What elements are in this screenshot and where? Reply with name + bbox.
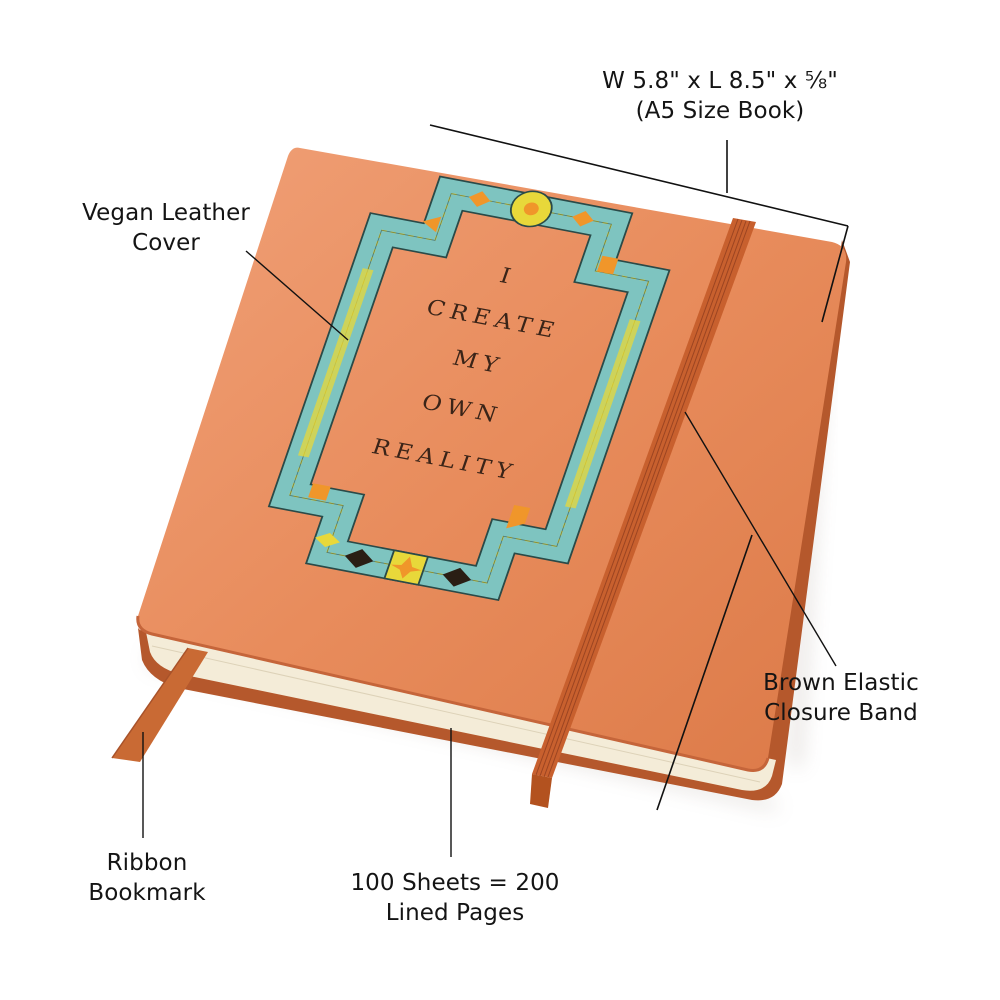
back-cover <box>138 240 850 801</box>
star-block-icon <box>383 549 430 586</box>
diamond-motif-icon <box>315 532 340 548</box>
cover-frame: I CREATE MY OWN REALITY <box>267 175 671 602</box>
front-cover <box>136 147 847 772</box>
dimension-lines <box>429 124 849 811</box>
band-callout: Brown Elastic Closure Band <box>736 668 946 728</box>
dimensions-line1: W 5.8" x L 8.5" x ⅝" <box>602 68 838 94</box>
step-motif-icon <box>596 255 619 275</box>
cover-line1: Vegan Leather <box>82 200 250 226</box>
cover-callout: Vegan Leather Cover <box>56 198 276 258</box>
ribbon-line1: Ribbon <box>106 850 188 876</box>
dimensions-callout: W 5.8" x L 8.5" x ⅝" (A5 Size Book) <box>590 66 850 126</box>
pages-callout: 100 Sheets = 200 Lined Pages <box>330 868 580 928</box>
leader-lines <box>142 250 837 857</box>
dark-diamond-icon <box>442 567 472 587</box>
pages-line1: 100 Sheets = 200 <box>350 870 560 896</box>
pages-line2: Lined Pages <box>385 900 525 926</box>
dimensions-line2: (A5 Size Book) <box>635 98 805 124</box>
dark-diamond-icon <box>344 549 374 568</box>
band-line1: Brown Elastic <box>763 670 919 696</box>
step-motif-icon <box>422 216 442 233</box>
cover-line2: Cover <box>132 230 200 256</box>
elastic-band <box>530 218 756 808</box>
step-motif-icon <box>506 504 531 529</box>
diamond-motif-icon <box>572 210 594 227</box>
greek-key-pattern <box>297 268 641 509</box>
page-block <box>146 630 776 791</box>
ribbon-callout: Ribbon Bookmark <box>62 848 232 908</box>
ribbon-bookmark <box>111 647 208 762</box>
band-line2: Closure Band <box>764 700 918 726</box>
sun-medallion-icon <box>509 190 553 228</box>
diamond-motif-icon <box>468 191 491 207</box>
ribbon-line2: Bookmark <box>88 880 206 906</box>
step-motif-icon <box>308 483 331 501</box>
